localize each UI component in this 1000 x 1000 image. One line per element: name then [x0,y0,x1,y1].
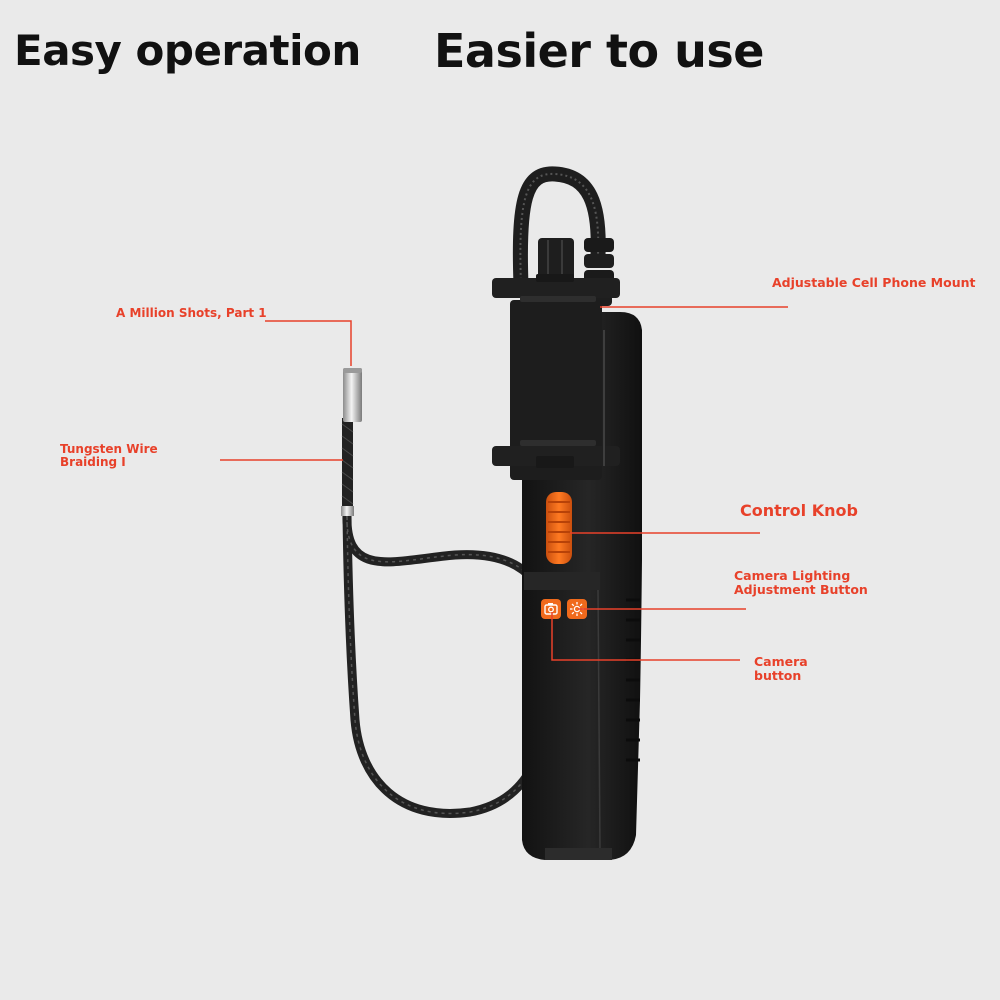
headline-easier-to-use: Easier to use [434,24,764,78]
callout-camera-button: Camera button [754,654,808,683]
gooseneck-cable-highlight [519,172,600,286]
callout-lines [220,306,788,661]
phone-mount [492,274,620,480]
callout-control-knob: Control Knob [740,501,858,520]
leader-million-shots [265,320,352,366]
control-knob[interactable] [546,492,572,564]
camera-button[interactable] [541,599,561,619]
callout-phone-mount: Adjustable Cell Phone Mount [772,275,976,290]
headline-easy-operation: Easy operation [14,26,361,75]
callout-lighting-button: Camera Lighting Adjustment Button [734,568,868,597]
callout-tungsten-wire: Tungsten Wire Braiding I [60,442,158,470]
probe-camera-tip [343,368,362,422]
camera-icon [544,603,558,615]
probe-ring [341,506,354,516]
callout-million-shots: A Million Shots, Part 1 [116,306,267,320]
leader-camera [551,612,740,661]
